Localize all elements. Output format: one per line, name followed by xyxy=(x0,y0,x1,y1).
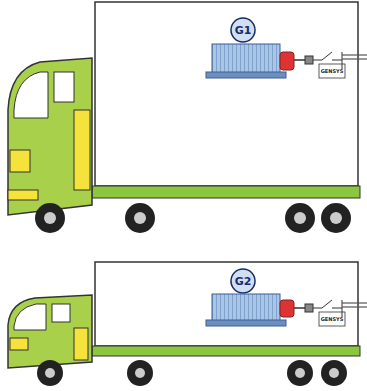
system-label: GENSYS xyxy=(320,69,345,74)
generator-label: G2 xyxy=(235,276,252,287)
truck-one xyxy=(8,2,367,233)
generator-label: G1 xyxy=(235,25,252,36)
system-label: GENSYS xyxy=(320,317,345,322)
truck-two xyxy=(8,262,367,386)
